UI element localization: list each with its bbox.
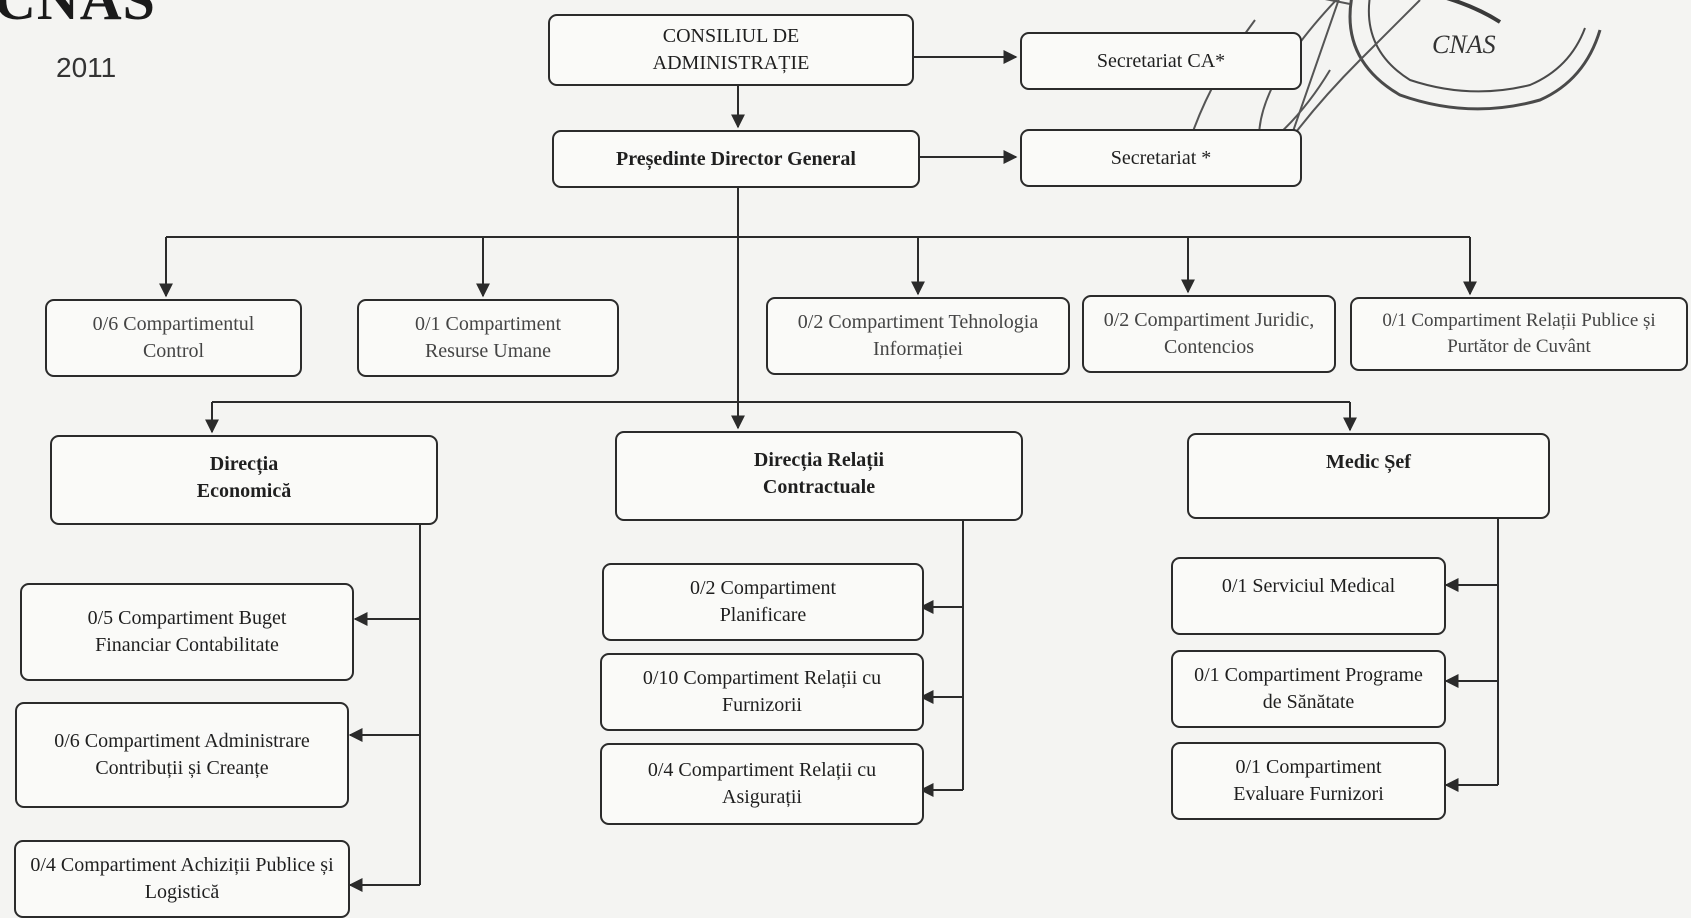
box-contracts-insured: 0/4 Compartiment Relații cu Asigurații	[600, 743, 924, 825]
box-contracts-directorate: Direcția Relații Contractuale	[615, 431, 1023, 521]
box-unit-pr: 0/1 Compartiment Relații Publice și Purt…	[1350, 297, 1688, 371]
cnas-logo: CNAS	[0, 0, 156, 33]
document-year: 2011	[56, 52, 117, 83]
box-board-secretariat: Secretariat CA*	[1020, 32, 1302, 90]
box-economic-contributions: 0/6 Compartiment Administrare Contribuți…	[15, 702, 349, 808]
box-unit-it: 0/2 Compartiment Tehnologia Informației	[766, 297, 1070, 375]
box-contracts-providers: 0/10 Compartiment Relații cu Furnizorii	[600, 653, 924, 731]
box-contracts-planning: 0/2 Compartiment Planificare	[602, 563, 924, 641]
box-president-secretariat: Secretariat *	[1020, 129, 1302, 187]
box-unit-hr: 0/1 Compartiment Resurse Umane	[357, 299, 619, 377]
box-medical-programs: 0/1 Compartiment Programe de Sănătate	[1171, 650, 1446, 728]
box-economic-budget: 0/5 Compartiment Buget Financiar Contabi…	[20, 583, 354, 681]
box-economic-procurement: 0/4 Compartiment Achiziții Publice și Lo…	[14, 840, 350, 918]
box-medical-service: 0/1 Serviciul Medical	[1171, 557, 1446, 635]
box-economic-directorate: Direcția Economică	[50, 435, 438, 525]
seal-text: CNAS	[1432, 30, 1496, 59]
box-president: Președinte Director General	[552, 130, 920, 188]
box-medical-evaluation: 0/1 Compartiment Evaluare Furnizori	[1171, 742, 1446, 820]
box-board: CONSILIUL DE ADMINISTRAȚIE	[548, 14, 914, 86]
box-chief-medical: Medic Șef	[1187, 433, 1550, 519]
box-unit-legal: 0/2 Compartiment Juridic, Contencios	[1082, 295, 1336, 373]
box-unit-control: 0/6 Compartimentul Control	[45, 299, 302, 377]
